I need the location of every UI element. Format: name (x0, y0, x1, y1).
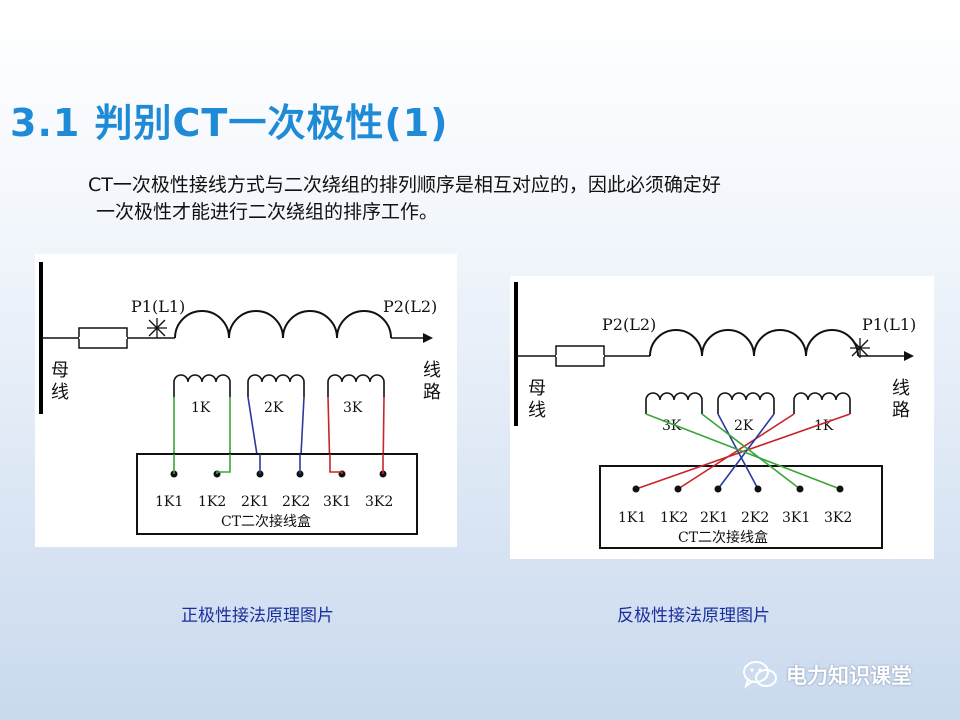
terminal-1k2: 1K2 (660, 510, 688, 526)
winding-label-2k: 2K (734, 418, 754, 434)
brand-watermark: 电力知识课堂 (742, 660, 912, 690)
p2-label: P2(L2) (383, 297, 437, 316)
terminal-2k1: 2K1 (700, 510, 728, 526)
winding-3k (327, 374, 385, 397)
arrow-icon (904, 351, 914, 361)
line-label: 线路 (892, 378, 910, 421)
terminal-1k2: 1K2 (198, 494, 226, 510)
winding-label-3k: 3K (343, 400, 363, 416)
wire-2k-blue-2 (717, 413, 759, 490)
p1-polarity-mark (147, 318, 167, 338)
terminal-dots (632, 485, 844, 493)
caption-reverse: 反极性接法原理图片 (617, 606, 770, 626)
line-label: 线路 (423, 360, 441, 403)
p2-label: P2(L2) (602, 315, 656, 334)
p1-polarity-mark (850, 338, 870, 358)
terminal-1k1: 1K1 (155, 494, 183, 510)
bus-label: 母线 (528, 378, 546, 421)
p1-label: P1(L1) (862, 315, 916, 334)
arrow-icon (423, 333, 433, 343)
winding-1k (173, 374, 231, 397)
reverse-polarity-diagram: P2(L2) P1(L1) 母线 线路 3K 2K 1K (510, 276, 934, 559)
wire-3k-green (701, 413, 801, 490)
description: CT一次极性接线方式与二次绕组的排列顺序是相互对应的，因此必须确定好 一次极性才… (88, 172, 908, 226)
slide-title: 3.1 判别CT一次极性(1) (10, 101, 449, 145)
winding-label-1k: 1K (191, 400, 211, 416)
wire-3k-green-2 (645, 413, 841, 490)
box-label: CT二次接线盒 (678, 529, 768, 546)
terminal-2k2: 2K2 (282, 494, 310, 510)
wire-2k-blue (717, 413, 775, 490)
terminal-1k1: 1K1 (618, 510, 646, 526)
terminal-2k1: 2K1 (241, 494, 269, 510)
junction-box (599, 465, 883, 549)
primary-coil (649, 329, 859, 357)
junction-box (136, 453, 418, 535)
bus-label: 母线 (51, 360, 69, 403)
terminal-3k1: 3K1 (323, 494, 351, 510)
winding-2k (247, 374, 305, 397)
winding-3k (645, 392, 703, 414)
terminal-2k2: 2K2 (741, 510, 769, 526)
primary-coil (174, 310, 392, 339)
winding-label-2k: 2K (264, 400, 284, 416)
caption-positive: 正极性接法原理图片 (181, 606, 334, 626)
wire-1k-red-2 (677, 413, 795, 490)
terminal-3k2: 3K2 (365, 494, 393, 510)
brand-name: 电力知识课堂 (786, 664, 912, 688)
positive-polarity-diagram: P1(L1) P2(L2) 母线 线路 1K 2K 3K (35, 254, 457, 547)
wechat-icon (743, 661, 777, 689)
description-line-2: 一次极性才能进行二次绕组的排序工作。 (96, 201, 439, 223)
terminal-3k1: 3K1 (782, 510, 810, 526)
box-label: CT二次接线盒 (221, 513, 311, 530)
winding-2k (717, 392, 775, 414)
terminal-3k2: 3K2 (824, 510, 852, 526)
winding-1k (793, 392, 851, 414)
description-line-1: CT一次极性接线方式与二次绕组的排列顺序是相互对应的，因此必须确定好 (88, 174, 721, 196)
p1-label: P1(L1) (131, 297, 185, 316)
